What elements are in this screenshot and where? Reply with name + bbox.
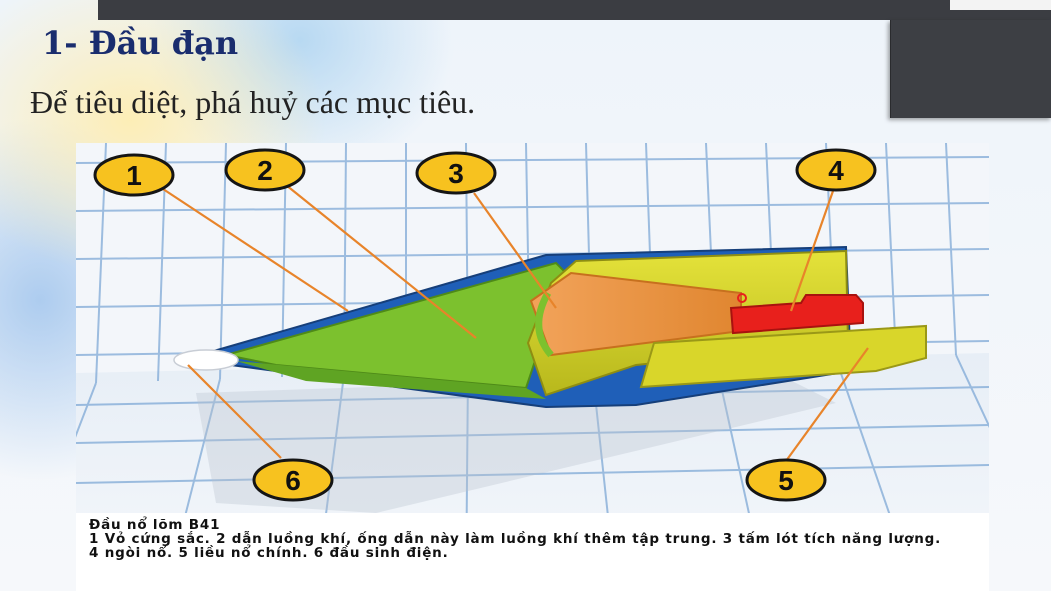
label-5: 5 <box>745 458 827 502</box>
label-6: 6 <box>252 458 334 502</box>
label-number: 1 <box>126 160 142 191</box>
label-number: 3 <box>448 158 464 189</box>
main-charge-front <box>639 324 927 389</box>
label-number: 6 <box>285 465 301 496</box>
warhead-shadow <box>196 373 836 513</box>
leader-lines <box>159 184 869 462</box>
label-1: 1 <box>93 153 175 197</box>
fuze-marker <box>737 293 747 303</box>
figure-caption: Đầu nổ lõm B41 1 Vỏ cứng sắc. 2 dẫn luồn… <box>76 513 989 591</box>
label-2: 2 <box>224 148 306 192</box>
label-4: 4 <box>795 148 877 192</box>
top-dark-band <box>98 0 1051 20</box>
top-right-dark-panel <box>890 20 1051 118</box>
gas-guide-cone-lower <box>236 361 546 399</box>
label-number: 2 <box>257 155 273 186</box>
slide-subtitle: Để tiêu diệt, phá huỷ các mục tiêu. <box>30 84 476 120</box>
liner-rim <box>535 291 554 358</box>
fuze <box>729 294 864 335</box>
nose-tip <box>173 349 239 371</box>
top-right-white-tab <box>950 0 1051 10</box>
warhead-diagram: 1 2 3 4 5 6 <box>76 143 989 591</box>
caption-title: Đầu nổ lõm B41 <box>89 517 221 533</box>
label-number: 4 <box>828 155 844 186</box>
label-number: 5 <box>778 465 794 496</box>
caption-text: 1 Vỏ cứng sắc. 2 dẫn luồng khí, ống dẫn … <box>89 531 942 561</box>
warhead-figure: 1 2 3 4 5 6 Đầu nổ lõm B41 1 Vỏ cứng sắc… <box>76 143 989 591</box>
slide-title: 1- Đầu đạn <box>42 24 239 62</box>
label-3: 3 <box>415 151 497 195</box>
